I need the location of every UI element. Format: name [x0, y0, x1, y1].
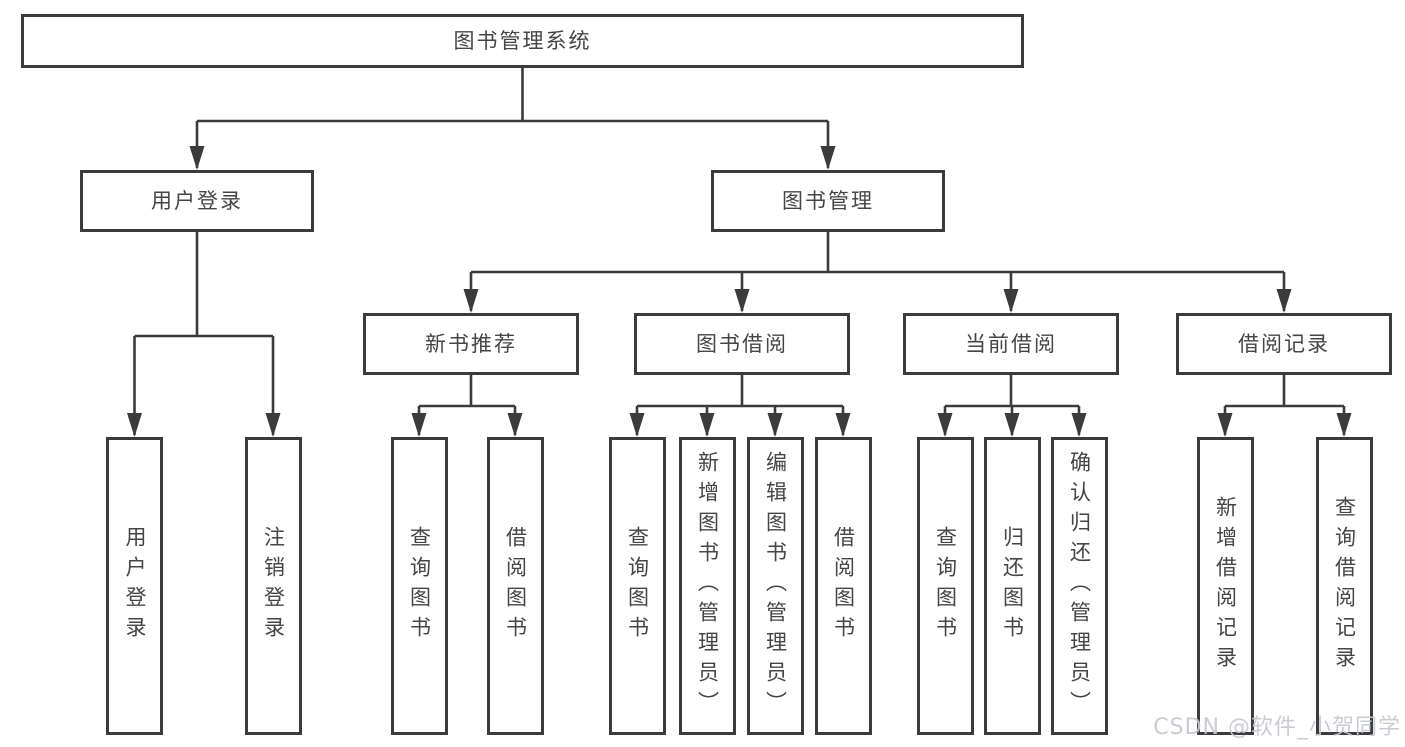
node-book-borrowing: 图书借阅 — [634, 313, 850, 375]
leaf-label: 编辑图书（管理员） — [763, 451, 788, 721]
leaf-query-books-2: 查询图书 — [608, 437, 666, 735]
leaf-return-books: 归还图书 — [983, 437, 1041, 735]
leaf-label: 注销登录 — [261, 526, 286, 646]
leaf-query-books-3: 查询图书 — [916, 437, 974, 735]
node-label: 用户登录 — [151, 188, 243, 213]
leaf-edit-books-admin: 编辑图书（管理员） — [746, 437, 804, 735]
node-label: 当前借阅 — [965, 331, 1057, 356]
node-book-management: 图书管理 — [711, 170, 945, 232]
node-label: 图书借阅 — [696, 331, 788, 356]
node-label: 图书管理 — [782, 188, 874, 213]
leaf-label: 确认归还（管理员） — [1067, 451, 1092, 721]
watermark-csdn: CSDN @软件_小贺同学 — [1153, 715, 1401, 740]
leaf-label: 用户登录 — [123, 526, 147, 646]
leaf-label: 新增借阅记录 — [1213, 496, 1238, 676]
node-label: 借阅记录 — [1238, 331, 1330, 356]
node-label: 图书管理系统 — [453, 28, 592, 53]
leaf-label: 归还图书 — [1000, 526, 1025, 646]
node-user-login: 用户登录 — [80, 170, 314, 232]
leaf-label: 借阅图书 — [831, 526, 856, 646]
leaf-add-books-admin: 新增图书（管理员） — [678, 437, 736, 735]
node-current-borrowing: 当前借阅 — [903, 313, 1119, 375]
node-library-management-system: 图书管理系统 — [21, 14, 1024, 68]
leaf-user-login: 用户登录 — [106, 437, 163, 735]
leaf-label: 查询图书 — [933, 526, 958, 646]
leaf-label: 查询借阅记录 — [1332, 496, 1357, 676]
node-new-book-recommend: 新书推荐 — [363, 313, 579, 375]
leaf-borrow-books-1: 借阅图书 — [486, 437, 544, 735]
leaf-label: 查询图书 — [625, 526, 650, 646]
leaf-query-borrow-record: 查询借阅记录 — [1315, 437, 1373, 735]
leaf-borrow-books-2: 借阅图书 — [814, 437, 872, 735]
node-borrowing-records: 借阅记录 — [1176, 313, 1392, 375]
leaf-add-borrow-record: 新增借阅记录 — [1196, 437, 1254, 735]
leaf-query-books-1: 查询图书 — [390, 437, 448, 735]
node-label: 新书推荐 — [425, 331, 517, 356]
leaf-label: 借阅图书 — [503, 526, 528, 646]
leaf-confirm-return-admin: 确认归还（管理员） — [1050, 437, 1108, 735]
leaf-label: 查询图书 — [407, 526, 432, 646]
leaf-logout: 注销登录 — [244, 437, 302, 735]
leaf-label: 新增图书（管理员） — [695, 451, 720, 721]
